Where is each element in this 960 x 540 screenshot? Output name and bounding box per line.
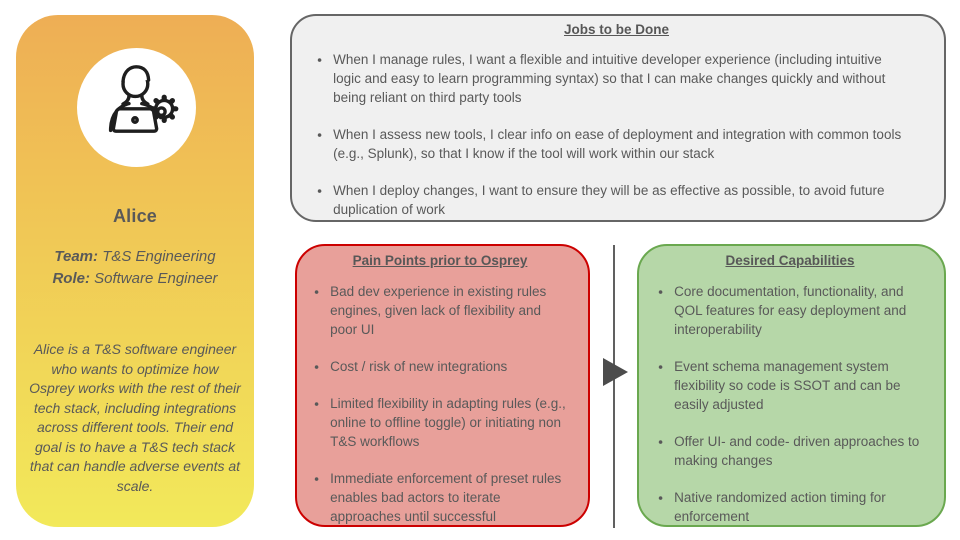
bullet-text: Event schema management system flexibili…: [674, 359, 901, 412]
pain-bullet-item: Cost / risk of new integrations: [314, 357, 566, 376]
persona-bio: Alice is a T&S software engineer who wan…: [29, 341, 241, 494]
jobs-box-title: Jobs to be Done: [563, 22, 669, 37]
avatar: [77, 48, 196, 167]
capabilities-box-title: Desired Capabilities: [725, 253, 855, 268]
jobs-bullet-item: When I deploy changes, I want to ensure …: [317, 181, 916, 219]
capabilities-bullet-item: Core documentation, functionality, and Q…: [658, 282, 922, 339]
team-value: T&S Engineering: [102, 248, 216, 265]
bullet-text: Immediate enforcement of preset rules en…: [330, 471, 562, 524]
persona-team-line: Team: T&S Engineering: [16, 246, 254, 268]
team-label: Team:: [54, 248, 99, 265]
bullet-text: Core documentation, functionality, and Q…: [674, 284, 907, 337]
bullet-text: Bad dev experience in existing rules eng…: [330, 284, 547, 337]
jobs-bullet-item: When I assess new tools, I clear info on…: [317, 125, 916, 163]
capabilities-bullet-item: Event schema management system flexibili…: [658, 357, 922, 414]
persona-team-role: Team: T&S Engineering Role: Software Eng…: [16, 246, 254, 290]
bullet-text: When I assess new tools, I clear info on…: [333, 127, 902, 161]
jobs-bullet-item: When I manage rules, I want a flexible a…: [317, 50, 916, 107]
bullet-text: Native randomized action timing for enfo…: [674, 490, 886, 524]
bullet-text: When I manage rules, I want a flexible a…: [333, 52, 886, 105]
pain-box-title: Pain Points prior to Osprey: [352, 253, 528, 268]
persona-name: Alice: [112, 206, 158, 226]
vertical-divider: [613, 245, 615, 528]
capabilities-bullet-list: Core documentation, functionality, and Q…: [658, 282, 922, 526]
desired-capabilities-box: Desired Capabilities Core documentation,…: [637, 244, 946, 527]
capabilities-bullet-item: Offer UI- and code- driven approaches to…: [658, 432, 922, 470]
gear-icon: [152, 97, 175, 120]
capabilities-bullet-item: Native randomized action timing for enfo…: [658, 488, 922, 526]
pain-bullet-list: Bad dev experience in existing rules eng…: [314, 282, 566, 526]
bullet-text: Offer UI- and code- driven approaches to…: [674, 434, 920, 468]
person-at-laptop-with-gear-icon: [89, 60, 185, 156]
bullet-text: When I deploy changes, I want to ensure …: [333, 183, 885, 217]
jobs-bullet-list: When I manage rules, I want a flexible a…: [317, 50, 916, 219]
persona-role-line: Role: Software Engineer: [16, 268, 254, 290]
bullet-text: Cost / risk of new integrations: [330, 359, 508, 374]
pain-bullet-item: Immediate enforcement of preset rules en…: [314, 469, 566, 526]
right-arrow-icon: [603, 358, 628, 386]
persona-card: Alice Team: T&S Engineering Role: Softwa…: [16, 15, 254, 527]
pain-bullet-item: Bad dev experience in existing rules eng…: [314, 282, 566, 339]
role-label: Role:: [52, 270, 90, 287]
bullet-text: Limited flexibility in adapting rules (e…: [330, 396, 566, 449]
pain-points-box: Pain Points prior to Osprey Bad dev expe…: [295, 244, 590, 527]
pain-bullet-item: Limited flexibility in adapting rules (e…: [314, 394, 566, 451]
jobs-to-be-done-box: Jobs to be Done When I manage rules, I w…: [290, 14, 946, 222]
role-value: Software Engineer: [94, 270, 218, 287]
